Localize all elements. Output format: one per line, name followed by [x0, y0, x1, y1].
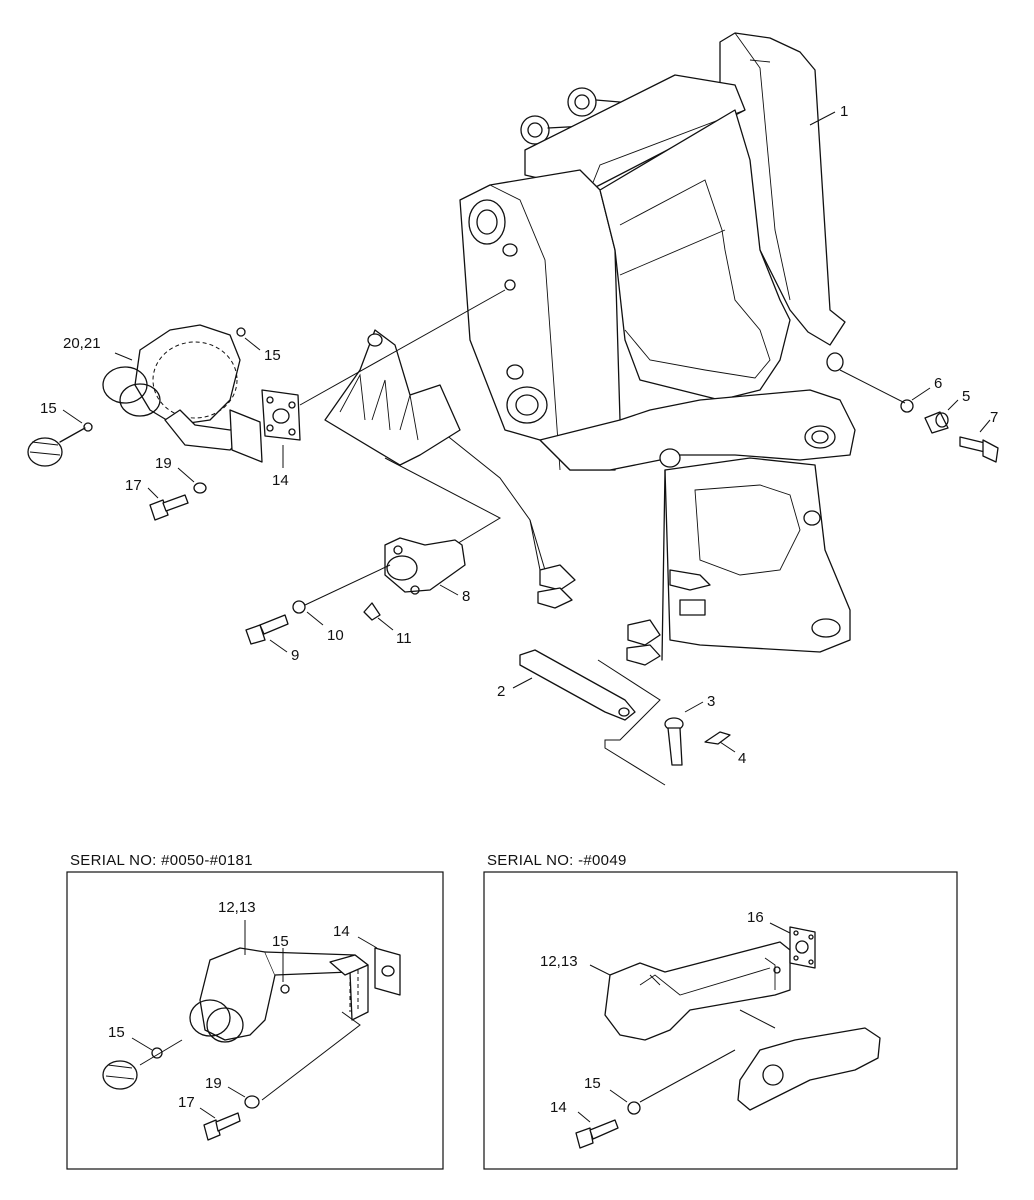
bolt-7 — [959, 436, 999, 463]
callout-10: 10 — [327, 627, 344, 644]
callout-19: 19 — [155, 455, 172, 472]
inset-right-label-12-13: 12,13 — [540, 953, 578, 970]
pin-3 — [664, 717, 684, 766]
fitting-11 — [363, 602, 381, 621]
cotter-pin-4 — [704, 731, 731, 745]
inset-serial-0049: SERIAL NO: -#0049 16 12,13 15 14 — [483, 852, 958, 1170]
callout-20-21: 20,21 — [63, 335, 101, 352]
washer-6 — [900, 399, 914, 413]
callout-1: 1 — [840, 103, 848, 120]
inset-right-label-16: 16 — [747, 909, 764, 926]
inset-left-label-12-13: 12,13 — [218, 899, 256, 916]
callout-4: 4 — [738, 750, 746, 767]
inset-left-label-15a: 15 — [272, 933, 289, 950]
leader-line — [809, 111, 836, 126]
washer-19 — [193, 482, 207, 494]
callout-5: 5 — [962, 388, 970, 405]
callout-15a: 15 — [264, 347, 281, 364]
rain-cap-part — [27, 422, 93, 467]
front-bracket — [324, 329, 461, 466]
inset-serial-0050-0181: SERIAL NO: #0050-#0181 12,13 15 14 15 19 — [66, 852, 444, 1170]
inset-right-label-14: 14 — [550, 1099, 567, 1116]
projection-line — [299, 289, 506, 406]
inset-left-label-19: 19 — [205, 1075, 222, 1092]
washer-10 — [292, 600, 306, 614]
callout-6: 6 — [934, 375, 942, 392]
callout-11: 11 — [396, 630, 412, 647]
bushing-5 — [924, 411, 949, 434]
inset-left-caption: SERIAL NO: #0050-#0181 — [70, 852, 253, 869]
callout-9: 9 — [291, 647, 299, 664]
inset-right-label-15: 15 — [584, 1075, 601, 1092]
inset-right-caption: SERIAL NO: -#0049 — [487, 852, 627, 869]
inset-left-label-17: 17 — [178, 1094, 195, 1111]
bolt-17 — [149, 494, 189, 521]
inset-left-label-14: 14 — [333, 923, 350, 940]
callout-17: 17 — [125, 477, 142, 494]
pin-clevis-lower — [537, 564, 661, 666]
washer-15 — [236, 327, 246, 337]
muffler-part — [102, 324, 263, 463]
callout-3: 3 — [707, 693, 715, 710]
main-frame-part — [439, 32, 856, 661]
pin-part-8 — [384, 537, 466, 595]
callout-14: 14 — [272, 472, 289, 489]
callout-8: 8 — [462, 588, 470, 605]
link-part-2 — [519, 649, 636, 721]
callout-15b: 15 — [40, 400, 57, 417]
callout-7: 7 — [990, 409, 998, 426]
callout-2: 2 — [497, 683, 505, 700]
bolt-9 — [245, 614, 289, 645]
inset-left-label-15b: 15 — [108, 1024, 125, 1041]
projection-line — [839, 369, 906, 404]
